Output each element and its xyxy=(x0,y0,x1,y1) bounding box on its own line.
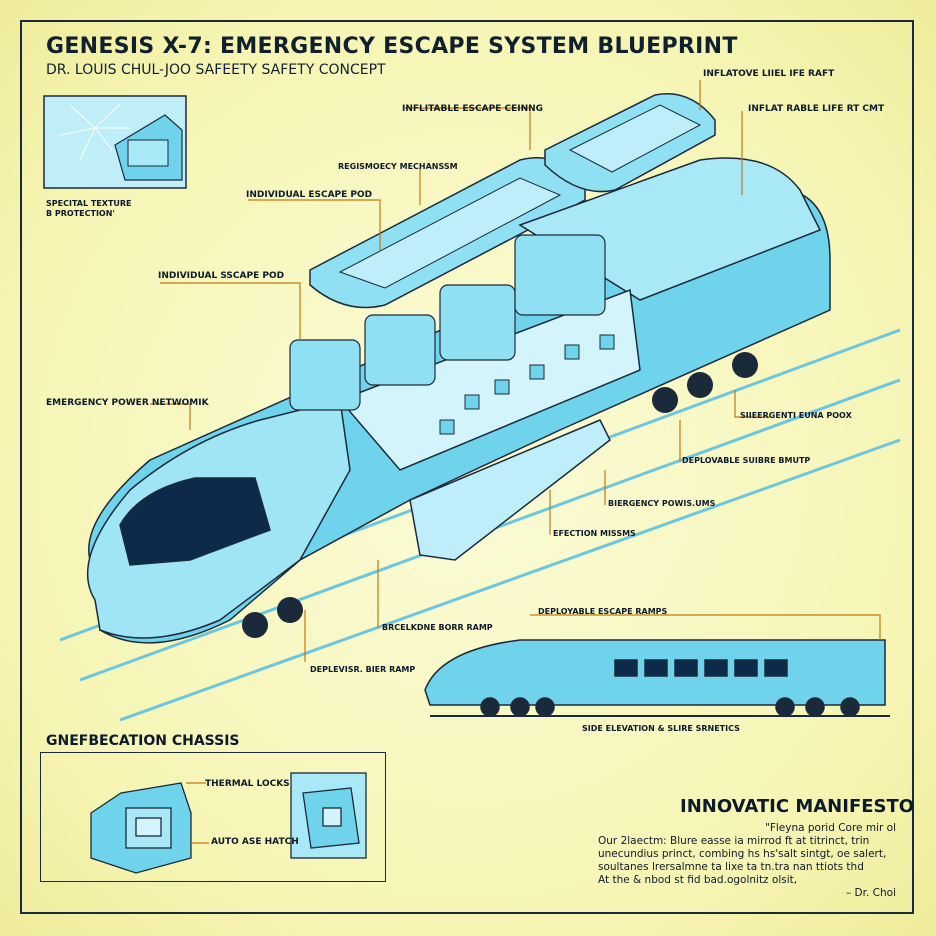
inflatable-raft-small xyxy=(544,93,716,193)
manifesto-signature: – Dr. Choi xyxy=(845,887,896,899)
blueprint-frame xyxy=(20,20,914,914)
main-train xyxy=(87,157,831,644)
callout-inflatable-life-raft: INFLATOVE LIIEL IFE RAFT xyxy=(703,69,835,79)
callout-inflatable-life-right: INFLAT RABLE LIFE RT CMT xyxy=(748,104,885,114)
callout-b-protection: B PROTECTION' xyxy=(46,209,115,218)
callout-emergency-power-units: BIERGENCY POWIS.UMS xyxy=(608,499,716,508)
manifesto-title: INNOVATIC MANIFESTO xyxy=(680,796,915,817)
manifesto-line-2: unecundius princt, combing hs hs'salt si… xyxy=(598,848,887,860)
texture-inset xyxy=(43,95,187,189)
callout-deployable-slide: DEPLOVABLE SUIBRE BMUTP xyxy=(682,456,811,465)
chassis-title: GNEFBECATION CHASSIS xyxy=(46,733,240,749)
manifesto-line-3: soultanes lrersalmne ta lixe ta tn.tra n… xyxy=(598,861,864,873)
side-elevation-train xyxy=(424,639,890,717)
callout-ejection-mechanisms: EFECTION MISSMS xyxy=(553,529,636,538)
manifesto-body: "Fleyna porid Core mir ol Our 2laectm: B… xyxy=(598,822,896,900)
manifesto-line-1: Our 2laectm: Blure easse ia mirrod ft at… xyxy=(598,835,870,847)
chassis-detail-box xyxy=(40,752,386,882)
page-title: GENESIS X-7: EMERGENCY ESCAPE SYSTEM BLU… xyxy=(46,34,738,59)
inflatable-raft-large xyxy=(309,157,586,309)
callout-emergency-pods-right: SIIEERGENTI EUNA POOX xyxy=(740,411,852,420)
manifesto-line-4: At the & nbod st fid bad.ogolnitz olsit, xyxy=(598,874,798,886)
callout-deployable-ramp-left: DEPLEVISR. BIER RAMP xyxy=(310,665,416,674)
callout-auto-hatch: AUTO ASE HATCH xyxy=(211,837,299,847)
page-subtitle: DR. LOUIS CHUL-JOO SAFEETY SAFETY CONCEP… xyxy=(46,62,386,78)
main-train-wheels xyxy=(242,352,758,638)
floor-seats xyxy=(439,334,615,435)
callout-emergency-power-network: EMERGENCY POWER NETWOMIK xyxy=(46,398,209,408)
callout-inflatable-escape-ceiling: INFLITABLE ESCAPE CEINNG xyxy=(402,104,544,114)
manifesto-quote: "Fleyna porid Core mir ol xyxy=(765,822,896,834)
callout-individual-escape-pod-2: INDIVIDUAL SSCAPE POD xyxy=(158,271,285,281)
callout-deployable-escape-ramps: DEPLOYABLE ESCAPE RAMPS xyxy=(538,607,668,616)
callout-leaders xyxy=(150,80,881,662)
callout-redundancy-mechanism: REGISMOECY MECHANSSM xyxy=(338,162,458,171)
callout-thermal-locks: THERMAL LOCKS xyxy=(205,779,290,789)
callout-individual-escape-pod-1: INDIVIDUAL ESCAPE POD xyxy=(246,190,373,200)
callout-special-texture: SPECITAL TEXTURE xyxy=(46,199,132,208)
escape-pods xyxy=(289,234,606,411)
callout-breakdown-ramp: BRCELKDNE BORR RAMP xyxy=(382,623,493,632)
chassis-drawing xyxy=(90,772,367,874)
callout-side-elevation: SIDE ELEVATION & SLIRE SRNETICS xyxy=(582,724,740,733)
